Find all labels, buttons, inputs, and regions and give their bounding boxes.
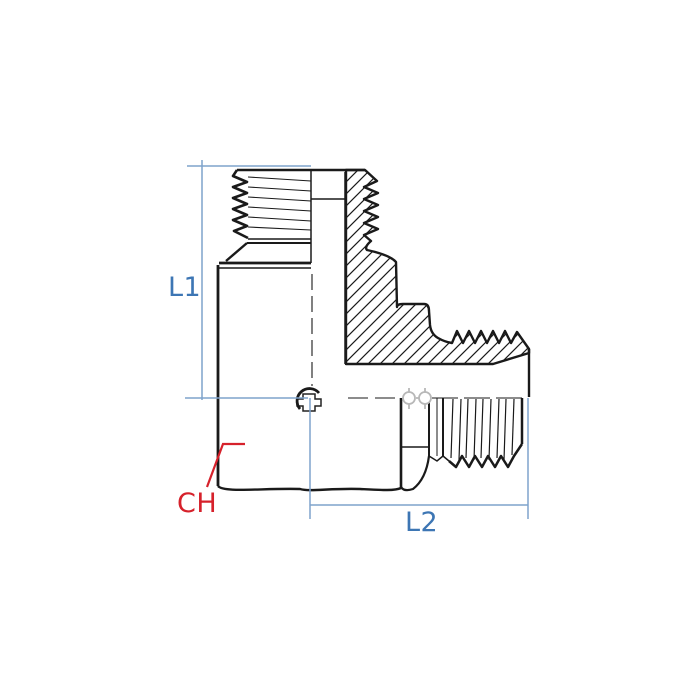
oring-seal-marks <box>402 388 432 409</box>
port-thread-crest-lines <box>450 398 515 461</box>
oring-mark-right <box>418 391 432 405</box>
body-bottom-edge <box>217 485 402 492</box>
thread-left-silhouette <box>231 169 249 240</box>
section-hatched-wall <box>344 168 531 366</box>
centerline-target-mark <box>295 387 322 412</box>
dimension-lines <box>185 160 529 519</box>
body-external <box>216 261 403 492</box>
ch-leader-line <box>205 442 245 488</box>
dimension-label-l1: L1 <box>168 272 201 303</box>
port-hex-corner-arc <box>400 455 431 492</box>
side-port-external <box>400 398 524 492</box>
oring-mark-left <box>402 391 416 405</box>
port-collar-bottom <box>428 455 450 462</box>
callout-label-ch: CH <box>177 488 217 519</box>
dimension-label-l2: L2 <box>405 507 438 538</box>
thread-runout-cone <box>225 242 248 262</box>
target-arc <box>295 387 321 410</box>
top-male-thread <box>225 168 365 364</box>
thread-crest-lines <box>247 176 312 231</box>
centerlines <box>311 274 528 399</box>
section-cut-region <box>344 168 531 397</box>
port-thread-bottom-silhouette <box>448 443 524 469</box>
